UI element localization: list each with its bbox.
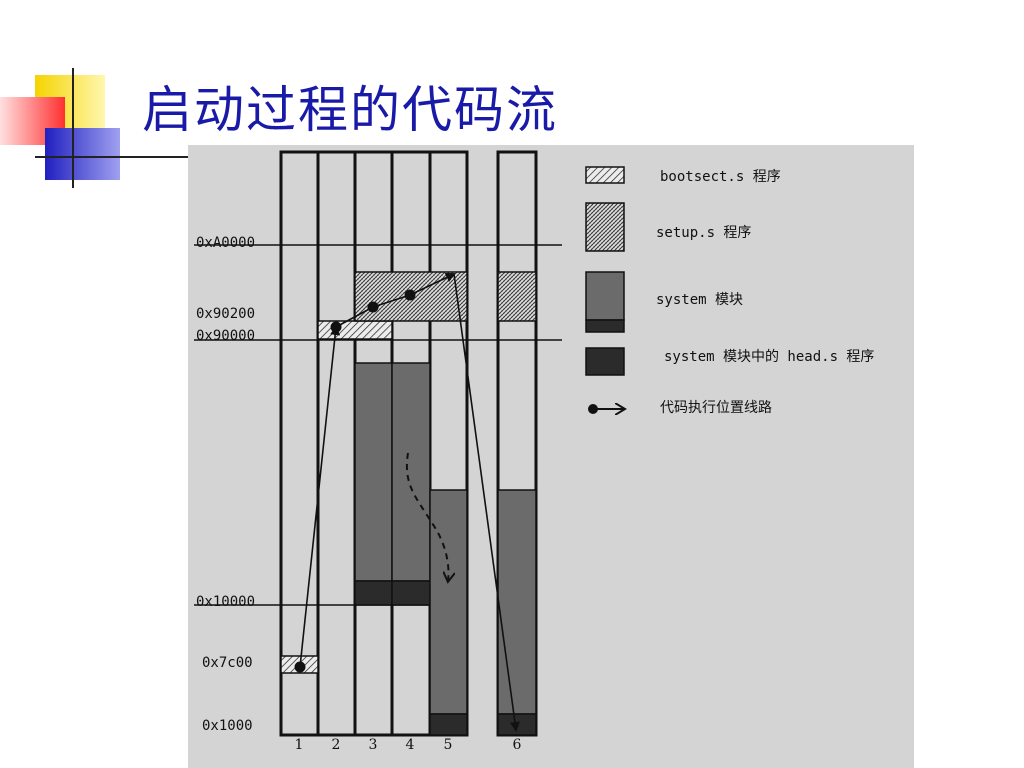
setup-block-col6	[497, 271, 537, 322]
path-seg-5	[453, 273, 520, 732]
system-move-dashed-arrow	[405, 452, 449, 581]
legend-head-swatch	[585, 347, 625, 376]
head-block-col5	[429, 713, 468, 736]
legend-system-head-strip	[585, 319, 625, 333]
head-block-col3	[354, 580, 393, 606]
address-label-7c00: 0x7c00	[202, 655, 253, 671]
legend-head-label: system 模块中的 head.s 程序	[664, 349, 875, 365]
legend-setup-swatch	[585, 202, 625, 252]
legend-path-dot	[588, 404, 598, 414]
address-label-a0000: 0xA0000	[196, 235, 256, 251]
column-label-1: 1	[294, 737, 304, 753]
system-block-col3	[354, 362, 393, 582]
system-block-col6	[497, 489, 537, 715]
path-seg-2	[335, 306, 374, 328]
blue-square	[45, 128, 120, 180]
boot-memory-diagram: 0xA0000 0x90200 0x90000 0x10000 0x7c00 0…	[188, 145, 914, 768]
column-label-4: 4	[405, 737, 415, 753]
corner-decoration	[0, 68, 188, 188]
column-label-5: 5	[443, 737, 453, 753]
path-seg-4	[409, 272, 456, 296]
path-dot-4	[404, 289, 416, 301]
path-dot-2	[330, 321, 342, 333]
address-label-1000: 0x1000	[202, 718, 253, 734]
legend-system-label: system 模块	[656, 292, 744, 308]
column-label-2: 2	[331, 737, 341, 753]
memory-column-1	[279, 150, 320, 737]
path-dot-3	[367, 301, 379, 313]
address-label-90000: 0x90000	[196, 328, 256, 344]
slide-title: 启动过程的代码流	[142, 81, 558, 139]
column-label-6: 6	[512, 737, 522, 753]
system-block-col4	[391, 362, 431, 582]
legend-path-label: 代码执行位置线路	[660, 400, 772, 416]
system-block-col5	[429, 489, 468, 715]
path-seg-1	[299, 325, 341, 668]
column-label-3: 3	[368, 737, 378, 753]
legend-setup-label: setup.s 程序	[656, 225, 752, 241]
execution-path	[299, 272, 520, 732]
legend-bootsect-label: bootsect.s 程序	[660, 169, 781, 185]
path-seg-3	[372, 294, 411, 308]
diagram-graphics	[194, 150, 914, 737]
head-block-col6	[497, 713, 537, 736]
legend-system-swatch	[585, 271, 625, 321]
address-label-90200: 0x90200	[196, 306, 256, 322]
head-block-col4	[391, 580, 431, 606]
legend-bootsect-swatch	[585, 166, 625, 184]
address-label-10000: 0x10000	[196, 594, 256, 610]
path-dot-1	[294, 661, 306, 673]
bootsect-block-col2	[317, 320, 393, 340]
